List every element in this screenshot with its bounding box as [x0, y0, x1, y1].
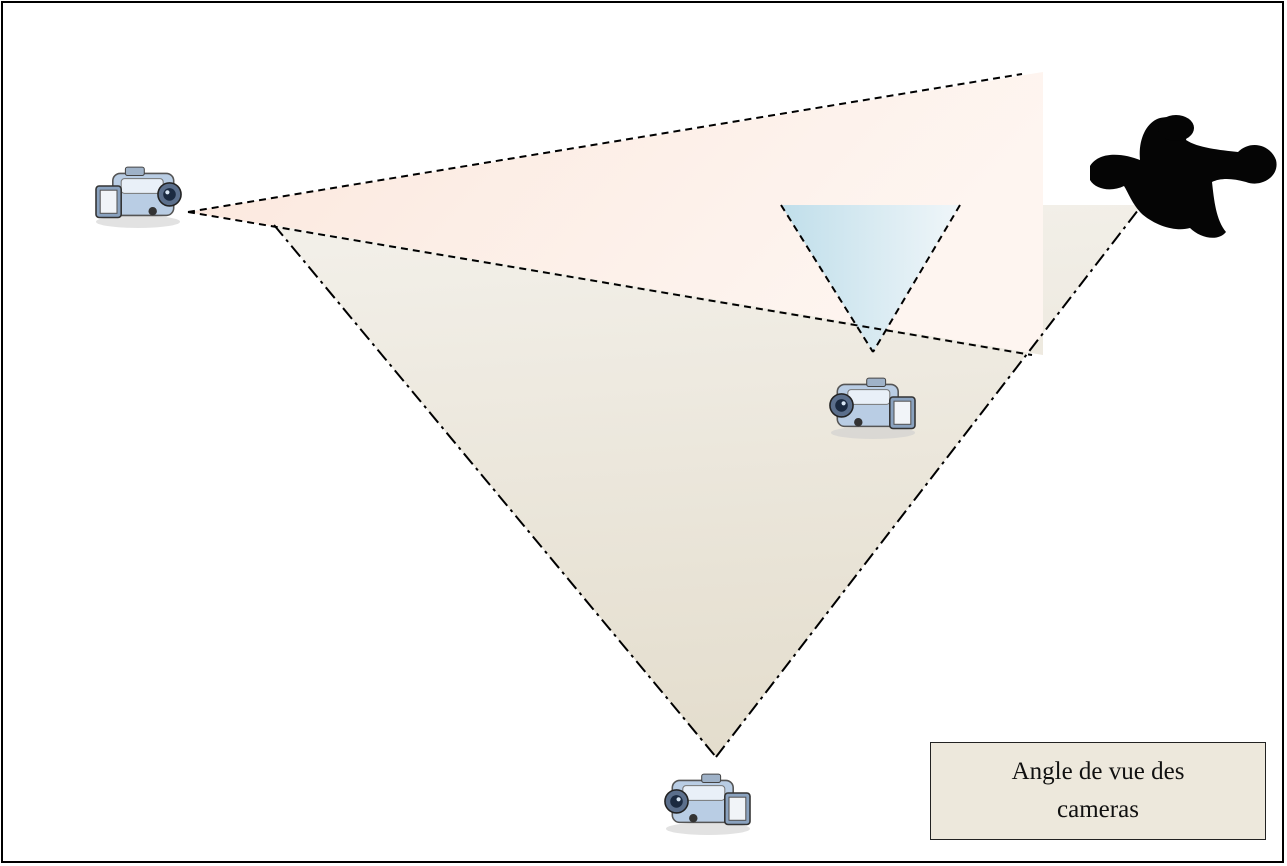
view-field-middle-camera	[781, 205, 960, 352]
view-field-bottom-camera	[274, 205, 1142, 757]
legend-text: Angle de vue des cameras	[1011, 758, 1185, 823]
view-line	[273, 224, 717, 758]
legend-box: Angle de vue des cameras	[930, 742, 1266, 840]
view-line	[780, 204, 874, 353]
person-silhouette-icon	[1090, 115, 1277, 238]
view-field-top-camera	[188, 72, 1043, 355]
video-camera-icon	[95, 166, 182, 229]
video-camera-icon	[664, 773, 751, 836]
view-line	[872, 204, 961, 353]
view-line	[187, 211, 1033, 356]
view-line	[187, 73, 1023, 213]
view-line	[715, 204, 1143, 758]
